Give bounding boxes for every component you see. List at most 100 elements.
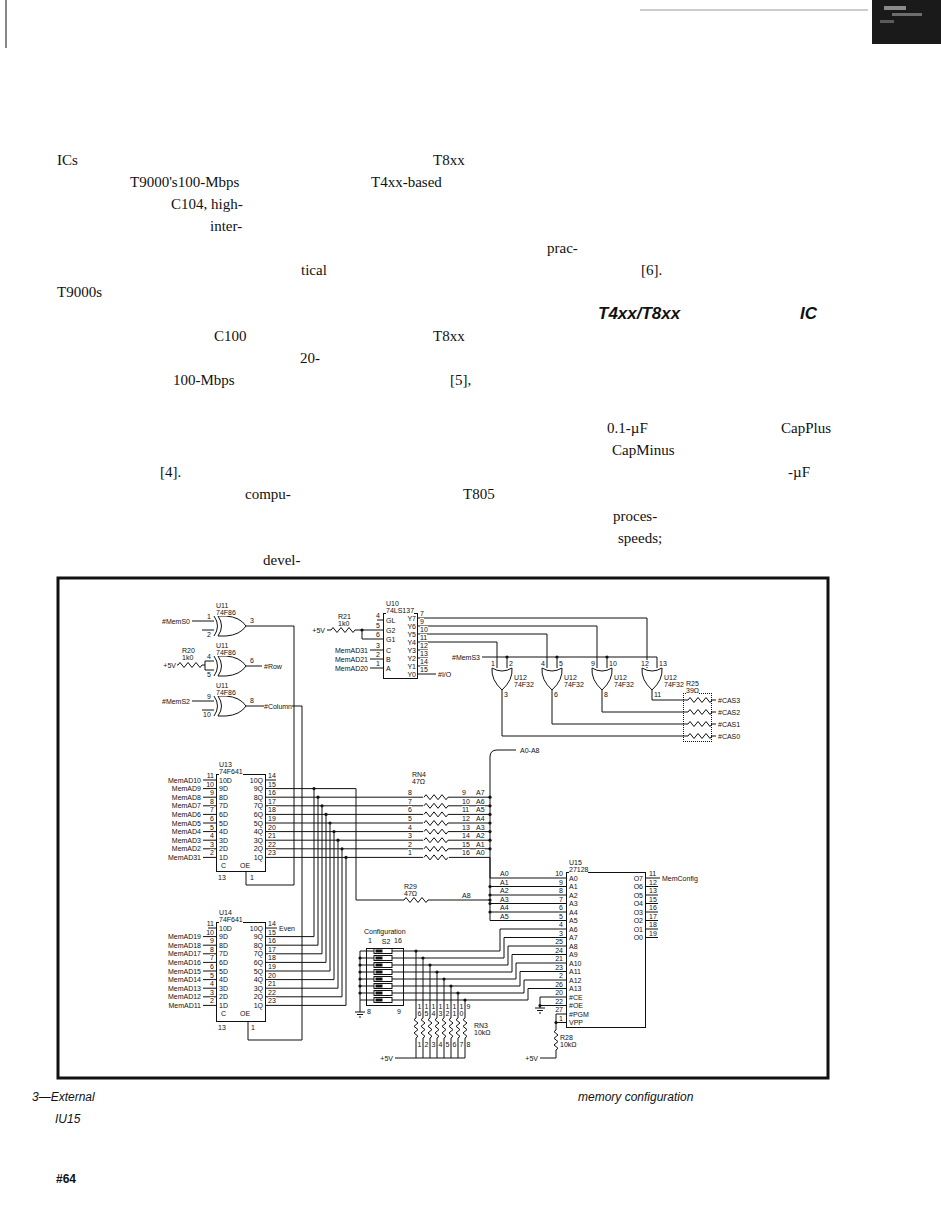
pin-label: 22 — [555, 998, 563, 1005]
pin-label: 8 — [210, 798, 214, 805]
pin-label: 16 — [268, 789, 276, 796]
pin-label: A6 — [476, 798, 485, 805]
pin-label: 17 — [268, 946, 276, 953]
pin-label: A1 — [569, 883, 578, 890]
pin-label: O7 — [634, 875, 643, 882]
pin-label: 1 — [250, 874, 254, 881]
page-decoration — [6, 0, 941, 1078]
pin-label: MemAD19 — [168, 933, 201, 940]
wire — [652, 690, 683, 700]
pin-label: 22 — [268, 989, 276, 996]
pin-label: 16 — [649, 904, 657, 911]
pin-label: MemAD12 — [168, 993, 201, 1000]
pin-label: A12 — [569, 977, 581, 984]
pin-label: #CE — [569, 994, 583, 1001]
pin-label: 10D — [219, 777, 232, 784]
pin-label: R20 — [182, 647, 195, 654]
or-gate: U1274F32 — [542, 668, 562, 690]
pin-label: RN3 — [474, 1022, 488, 1029]
pin-label: O1 — [634, 926, 643, 933]
pin-label: 14 — [462, 832, 470, 839]
pin-label: 3 — [210, 989, 214, 996]
article-text: 100-Mbps — [173, 372, 235, 389]
pin-label: Y0 — [407, 671, 416, 678]
pin-label: OE — [240, 862, 250, 869]
part-reference: U12 — [614, 674, 627, 681]
pin-label: 3D — [219, 985, 228, 992]
pin-label: 12 — [462, 815, 470, 822]
part-reference: U13 — [219, 761, 232, 768]
pin-label: A10 — [569, 960, 581, 967]
article-text: [4]. — [160, 464, 181, 481]
pin-label: #MemS0 — [162, 618, 190, 625]
pin-label: 3D — [219, 837, 228, 844]
wire — [246, 626, 294, 885]
pin-label: VPP — [569, 1019, 583, 1026]
pin-label: 15 — [268, 929, 276, 936]
pin-label: 14 — [432, 1003, 437, 1017]
pin-label: 9Q — [254, 933, 263, 940]
pin-label: 9 — [591, 660, 595, 667]
pin-label: 8Q — [254, 942, 263, 949]
pin-label: 1 — [207, 613, 211, 620]
pin-label: O6 — [634, 883, 643, 890]
pin-label: 3 — [504, 691, 508, 698]
pin-label: 6Q — [254, 959, 263, 966]
pin-label: 1D — [219, 1002, 228, 1009]
pin-label: 6 — [559, 904, 563, 911]
pin-label: #OE — [569, 1002, 583, 1009]
pin-label: 2 — [509, 660, 513, 667]
or-gate: U1274F32 — [592, 668, 612, 690]
article-text: inter- — [210, 218, 242, 235]
pin-label: A7 — [476, 789, 485, 796]
pin-label: 3 — [559, 930, 563, 937]
pin-label: 5 — [559, 660, 563, 667]
pin-label: 6 — [210, 815, 214, 822]
xor-gate-symbol — [214, 656, 246, 676]
pin-label: 4 — [439, 1041, 443, 1048]
wire — [502, 690, 683, 736]
pin-label: 16 — [268, 937, 276, 944]
resistor-pack: R2539Ω — [683, 693, 712, 742]
pin-label: 17 — [268, 798, 276, 805]
pin-label: A0 — [569, 875, 578, 882]
pin-label: A7 — [569, 934, 578, 941]
pin-label: A3 — [569, 900, 578, 907]
pin-label: 14 — [420, 658, 428, 665]
article-text: T9000s — [57, 284, 102, 301]
pin-label: A4 — [476, 815, 485, 822]
pin-label: 6D — [219, 959, 228, 966]
pin-label: Y2 — [407, 655, 416, 662]
pin-label: MemAD5 — [172, 820, 201, 827]
pin-label: MemAD21 — [335, 656, 368, 663]
part-reference: U12 — [514, 674, 527, 681]
pin-label: 1 — [251, 1024, 255, 1031]
pin-label: 7D — [219, 802, 228, 809]
xor-gate: U1174F86 — [214, 616, 246, 636]
pin-label: 15 — [268, 781, 276, 788]
article-text: [5], — [450, 372, 471, 389]
pin-label: 2 — [425, 1041, 429, 1048]
pin-label: 5Q — [254, 968, 263, 975]
wire — [602, 690, 683, 712]
pin-label: Y7 — [407, 615, 416, 622]
pin-label: 14 — [268, 772, 276, 779]
pin-label: C — [386, 647, 391, 654]
pin-label: 13 — [218, 1024, 226, 1031]
pin-label: 10kΩ — [474, 1029, 491, 1036]
article-text: proces- — [613, 508, 657, 525]
pin-label: 11 — [649, 870, 656, 877]
pin-label: 12 — [446, 1003, 451, 1017]
pin-label: 22 — [268, 841, 276, 848]
pin-label: 18 — [268, 806, 276, 813]
part-reference: U11 — [216, 642, 228, 649]
pin-label: 8 — [210, 946, 214, 953]
pin-label: 6 — [554, 691, 558, 698]
article-text: T8xx — [433, 152, 465, 169]
pin-label: A5 — [500, 913, 509, 920]
pin-label: 1 — [491, 660, 495, 667]
pin-label: 4D — [219, 976, 228, 983]
pin-label: 9D — [219, 785, 228, 792]
pin-label: 13 — [420, 650, 428, 657]
